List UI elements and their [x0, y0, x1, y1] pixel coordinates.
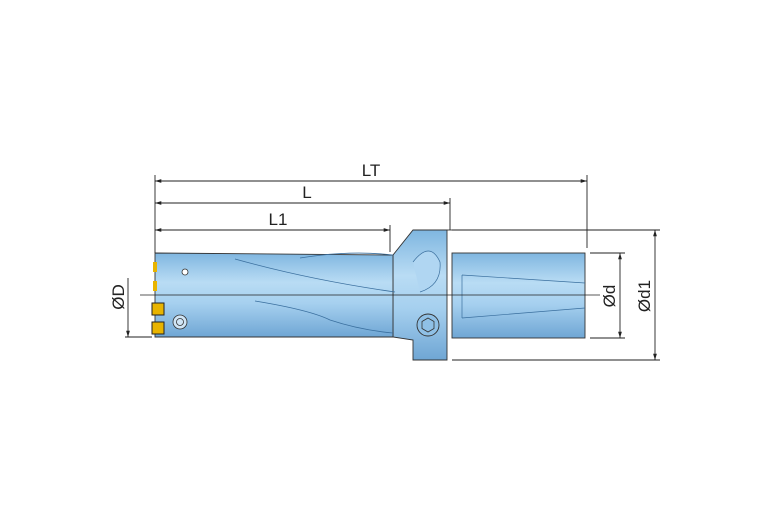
insert-icon	[151, 321, 165, 335]
coolant-screw	[172, 314, 188, 330]
label-D: ØD	[109, 284, 128, 310]
label-L: L	[302, 183, 311, 202]
label-LT: LT	[362, 161, 381, 180]
insert-icon	[151, 302, 165, 316]
shank	[451, 252, 586, 339]
hex-screw-icon	[416, 313, 440, 337]
label-d: Ød	[600, 285, 619, 308]
label-d1: Ød1	[635, 280, 654, 312]
flute	[234, 252, 396, 334]
label-L1: L1	[269, 210, 288, 229]
shank-taper	[461, 274, 586, 319]
